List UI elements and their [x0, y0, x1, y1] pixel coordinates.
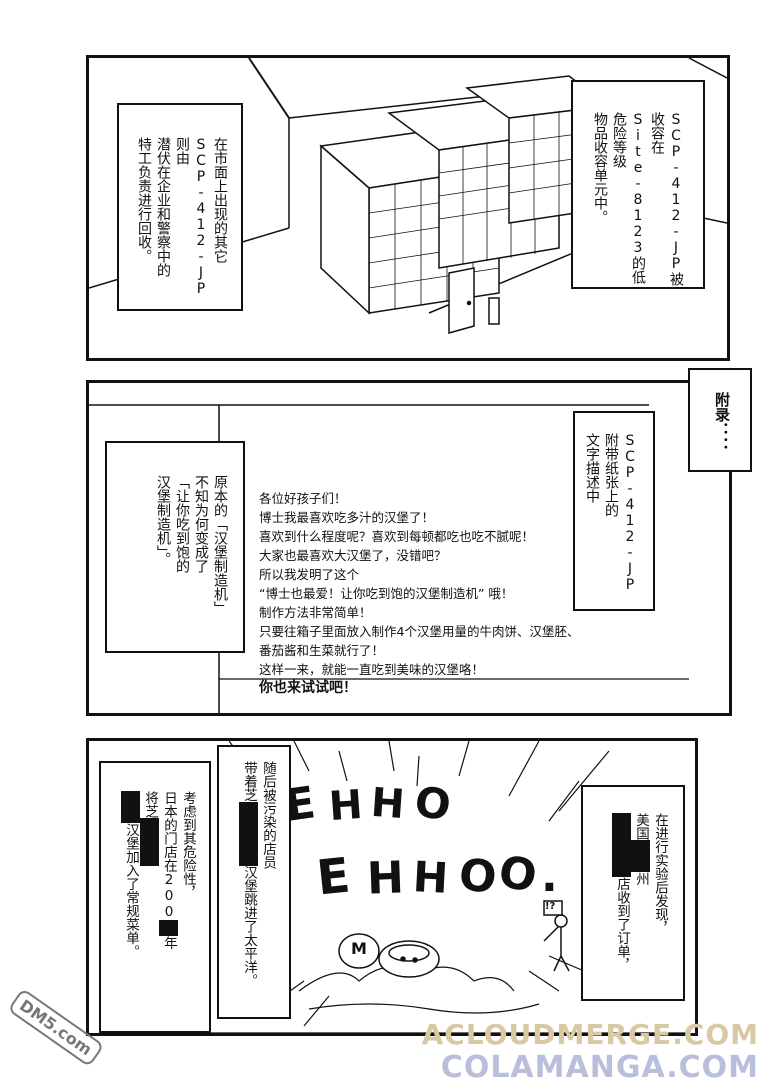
caption-text-left: 原本的「汉堡制造机」 不知为何变成了 「让你吃到饱的 汉堡制造机」。: [155, 475, 228, 615]
caption-box-right: SCP-412-JP 附带纸张上的 文字描述中: [573, 411, 655, 611]
door: [448, 267, 500, 334]
caption-box-left: 在市面上出现的其它 SCP-412-JP则由 潜伏在企业和警察中的 特工负责进行…: [117, 103, 243, 311]
watermark-acloudmerge: ACLOUDMERGE.COM: [421, 1018, 759, 1051]
sfx-letter: H: [366, 852, 405, 905]
watermark-colamanga: COLAMANGA.COM: [440, 1050, 759, 1085]
sfx-letter: H: [369, 779, 407, 829]
note-line: 这样一来，就能一直吃到美味的汉堡咯！: [259, 662, 485, 677]
caption-text-far-left: 考虑到其危险性， 日本的门店在200■年 将芝■■■ ■■汉堡加入了常规菜单。: [121, 791, 196, 958]
sign-text: !?: [545, 901, 556, 912]
caption-text-right: SCP-412-JP 附带纸张上的 文字描述中: [584, 433, 638, 593]
burst-lines: [209, 741, 689, 1033]
sfx-letter: E: [314, 847, 353, 907]
redaction-bar: ■■: [631, 840, 650, 872]
note-line: “博士也最爱！让你吃到饱的汉堡制造机” 哦！: [259, 586, 514, 601]
sfx-letter: H: [411, 852, 450, 903]
caption-box-right: SCP-412-JP被收容在 Site-8123的低危险等级 物品收容单元中。: [571, 80, 705, 289]
caption-text-middle: 随后被污染的店员 带着芝■■■■汉堡跳进了太平洋。: [239, 761, 276, 987]
caption-box-right: 在进行实验后发现， 美国■■州 ■■■■店收到了订单，: [581, 785, 685, 1001]
caption-box-middle: 随后被污染的店员 带着芝■■■■汉堡跳进了太平洋。: [217, 745, 291, 1019]
redaction-bar: ■■■: [140, 818, 159, 866]
note-line: 只要往箱子里面放入制作4个汉堡用量的牛肉饼、汉堡胚、: [259, 624, 580, 639]
caption-box-far-left: 考虑到其危险性， 日本的门店在200■年 将芝■■■ ■■汉堡加入了常规菜单。: [99, 761, 211, 1033]
sfx-letter: O: [411, 776, 454, 831]
note-line: 博士我最喜欢吃多汁的汉堡了！: [259, 510, 435, 525]
note-last-line: 你也来试试吧！: [259, 680, 357, 696]
note-line: 喜欢到什么程度呢？喜欢到每顿都吃也吃不腻呢！: [259, 529, 535, 544]
appendix-label-box: 附录：：: [688, 368, 752, 472]
caption-text-left: 在市面上出现的其它 SCP-412-JP则由 潜伏在企业和警察中的 特工负责进行…: [136, 137, 228, 297]
caption-text-right: 在进行实验后发现， 美国■■州 ■■■■店收到了订单，: [612, 813, 668, 972]
character-mark: M: [351, 939, 367, 958]
sfx-letter: O: [456, 849, 499, 904]
panel-archive-room: 在市面上出现的其它 SCP-412-JP则由 潜伏在企业和警察中的 特工负责进行…: [86, 55, 730, 361]
redaction-bar: ■■: [121, 791, 140, 823]
note-line: 各位好孩子们！: [259, 491, 347, 506]
note-line: 制作方法非常简单！: [259, 605, 372, 620]
sfx-letter: .: [541, 851, 558, 902]
note-line: 大家也最喜欢大汉堡了，没错吧？: [259, 548, 447, 563]
note-text: 各位好孩子们！ 博士我最喜欢吃多汁的汉堡了！ 喜欢到什么程度呢？喜欢到每顿都吃也…: [259, 489, 579, 698]
appendix-label: 附录：：: [713, 392, 731, 452]
redaction-bar: ■■■■: [239, 801, 258, 866]
note-line: 所以我发明了这个: [259, 567, 360, 582]
caption-text-right: SCP-412-JP被收容在 Site-8123的低危险等级 物品收容单元中。: [592, 112, 684, 286]
caption-box-left: 原本的「汉堡制造机」 不知为何变成了 「让你吃到饱的 汉堡制造机」。: [105, 441, 245, 653]
panel-appendix-note: 原本的「汉堡制造机」 不知为何变成了 「让你吃到饱的 汉堡制造机」。 SCP-4…: [86, 380, 732, 716]
redaction-bar: ■: [159, 920, 178, 936]
character-figure: [338, 900, 570, 978]
sfx-letter: H: [327, 781, 365, 831]
panel-incident: M !? E H H O E H H O O . 考虑到其危险性， 日本的门店在…: [86, 738, 698, 1036]
note-line: 番茄酱和生菜就行了！: [259, 643, 385, 658]
redaction-bar: ■■■■: [612, 813, 631, 877]
